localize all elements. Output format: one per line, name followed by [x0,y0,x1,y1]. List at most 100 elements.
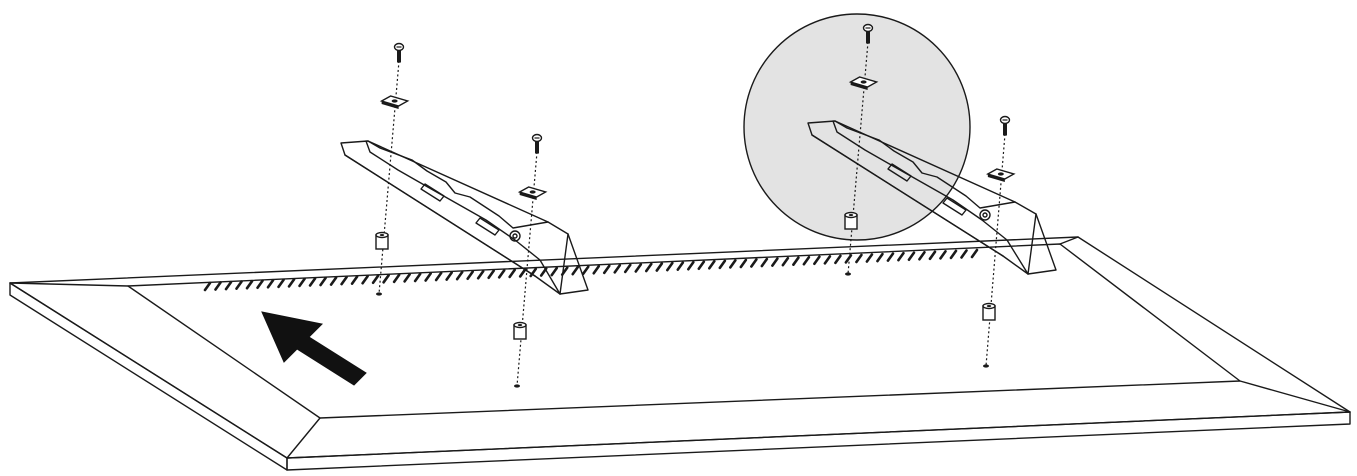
washer-icon [379,95,410,109]
screw-icon [531,133,543,154]
vent-slot [434,271,443,282]
magnifier-circle [743,13,971,241]
screw-hole [983,364,989,368]
vent-slot [287,278,296,288]
vent-slot [508,268,516,279]
vent-slot [245,279,254,290]
assembly-guide-line [985,133,1006,367]
assembly-guide-line [516,151,538,387]
washer-icon [517,186,548,200]
hardware-group [375,23,1016,388]
vent-slot [939,250,947,260]
vent-slot [876,252,884,263]
vent-slot [497,269,506,279]
vent-slots [203,248,979,292]
vent-slot [224,280,233,291]
vent-slot [550,266,559,277]
vent-slot [371,274,380,285]
vent-slot [865,253,874,263]
direction-arrow [261,311,367,386]
vent-slot [886,252,895,262]
vent-slot [277,278,285,289]
vent-slot [792,256,800,266]
vent-slot [592,264,601,275]
stand-bracket [807,120,1057,275]
vent-slot [918,250,926,261]
vent-slot [361,274,369,285]
vent-slot [235,280,243,290]
vent-slot [476,269,485,280]
vent-slot [319,276,327,287]
vent-slot [623,263,632,274]
fastener-stack [375,42,410,296]
screw-icon [862,23,874,44]
vent-slot [266,278,275,289]
vent-slot [602,264,611,275]
fastener-stack [982,115,1016,368]
vent-slot [613,264,622,274]
screw-hole [514,384,520,388]
vent-slot [666,261,674,272]
vent-slot [855,253,863,264]
spacer-icon [844,211,858,230]
vent-slot [413,272,422,283]
vent-slot [834,254,842,265]
vent-slot [298,277,306,288]
vent-slot [739,258,748,269]
vent-slot [760,257,769,268]
spacer-icon [375,231,389,250]
vent-slot [256,279,264,290]
vent-slot [581,265,590,276]
vent-slot [697,260,706,271]
screw-icon [393,42,405,63]
vent-slot [518,268,527,278]
vent-slot [203,281,212,292]
vent-slot [750,258,758,268]
fastener-stack [513,133,548,388]
assembly-guide-line [378,60,400,295]
vent-slot [823,255,832,265]
vent-slot [466,270,474,280]
vent-slot [392,273,401,284]
vent-slot [655,262,664,272]
vent-slot [718,259,727,270]
vent-slot [382,274,390,284]
vent-slot [487,269,495,280]
washer-icon [986,168,1016,182]
vent-slot [340,275,348,286]
vent-slot [445,271,453,281]
vent-slot [897,251,905,262]
tv-panel-back [9,236,1351,471]
spacer-icon [513,321,527,340]
vent-slot [844,254,853,264]
vent-slot [329,276,338,286]
vent-slot [634,263,643,273]
vent-slot [350,275,359,285]
assembly-guide-line [847,41,869,275]
vent-slot [781,256,790,267]
screw-hole [376,292,382,296]
vent-slot [907,251,916,262]
fastener-stack [844,23,879,276]
vent-slot [455,270,464,281]
vent-slot [960,249,968,259]
vent-slot [729,259,737,269]
vent-slot [970,248,979,259]
vent-slot [813,255,821,266]
vent-slot [676,261,685,271]
vent-slot [403,273,411,283]
screw-hole [845,272,851,276]
vent-slot [644,262,653,273]
vent-slot [928,250,937,261]
vent-slot [802,255,811,266]
vent-slot [214,281,222,291]
vent-slot [424,272,432,282]
vent-slot [529,267,538,278]
stand-bracket [340,140,589,295]
vent-slot [571,265,580,276]
vent-slot [687,260,695,271]
spacer-icon [982,302,996,321]
screw-icon [999,115,1011,136]
